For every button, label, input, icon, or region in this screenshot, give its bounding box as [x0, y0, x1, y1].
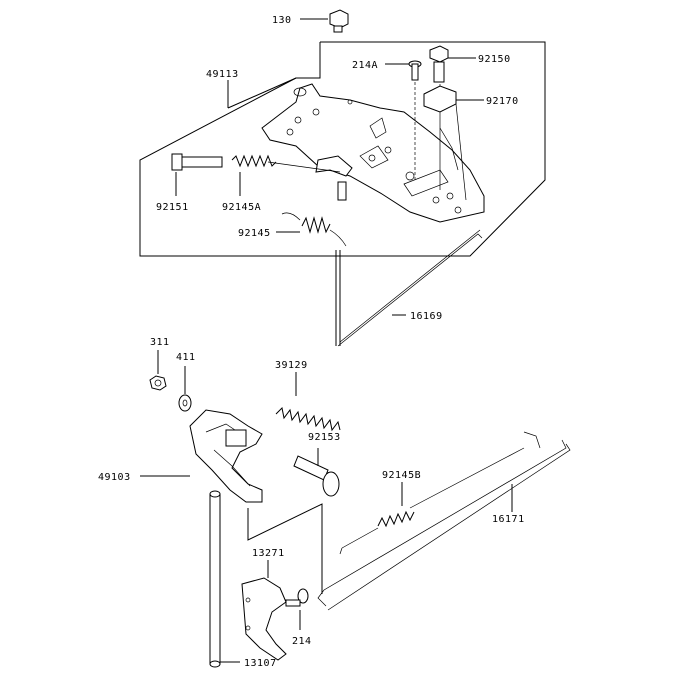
part-214A-screw [385, 60, 422, 180]
part-49103-lever [140, 409, 263, 503]
label-214: 214 [292, 636, 312, 647]
label-13107: 13107 [244, 658, 277, 669]
label-16171: 16171 [492, 514, 525, 525]
part-311-nut [149, 350, 167, 391]
part-13107-shaft [209, 490, 240, 668]
part-92145-spring [276, 212, 347, 247]
part-92145A-spring [231, 154, 341, 196]
label-130: 130 [272, 15, 292, 26]
part-16169-rod [335, 229, 483, 347]
label-16169: 16169 [410, 311, 443, 322]
part-39129-spring [275, 372, 341, 432]
label-92145: 92145 [238, 228, 271, 239]
label-92170: 92170 [486, 96, 519, 107]
label-214A: 214A [352, 60, 378, 71]
part-16171-rod [317, 431, 571, 611]
part-92145B-spring [339, 447, 525, 555]
label-92145B: 92145B [382, 470, 421, 481]
label-92150: 92150 [478, 54, 511, 65]
lever-to-lower-outline [247, 503, 323, 594]
part-92170-clip [423, 85, 484, 201]
part-92153-bolt [293, 448, 340, 497]
part-214-screw [285, 588, 309, 630]
label-92151: 92151 [156, 202, 189, 213]
label-92145A: 92145A [222, 202, 261, 213]
part-13271-bracket [241, 560, 287, 661]
label-411: 411 [176, 352, 196, 363]
part-49113-control-plate [261, 83, 485, 223]
label-49113: 49113 [206, 69, 239, 80]
label-311: 311 [150, 337, 170, 348]
label-13271: 13271 [252, 548, 285, 559]
upper-group-outline [139, 41, 546, 257]
leader-49113-b [227, 77, 297, 109]
part-411-washer [178, 366, 192, 412]
part-130-bolt [300, 9, 349, 33]
part-92151-bolt [171, 153, 223, 196]
label-39129: 39129 [275, 360, 308, 371]
label-49103: 49103 [98, 472, 131, 483]
label-92153: 92153 [308, 432, 341, 443]
